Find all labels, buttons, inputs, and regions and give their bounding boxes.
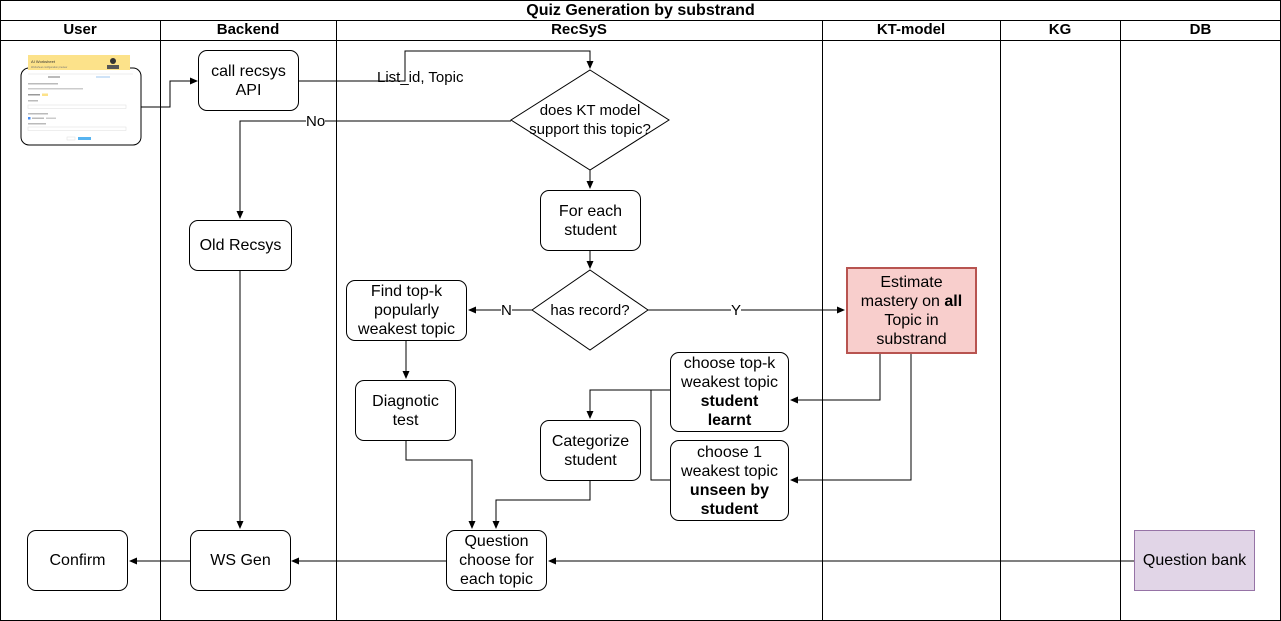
- lane-title-backend: Backend: [216, 21, 280, 38]
- worksheet-thumbnail: AI Worksheet Worksheet configuration pre…: [20, 55, 142, 146]
- call-recsys-api-node: call recsys API: [198, 50, 299, 111]
- thumbnail-avatar-icon: [110, 58, 116, 64]
- edge-choose-one-to-categorize: [650, 390, 670, 481]
- choose-topk-bold: student learnt: [700, 393, 759, 429]
- confirm-node: Confirm: [27, 530, 128, 591]
- edge-estimate-to-choose-topk: [790, 353, 881, 404]
- diagnostic-test-node: Diagnotic test: [355, 380, 456, 441]
- edge-label-n: N: [501, 302, 512, 319]
- thumbnail-header: [28, 55, 130, 70]
- lane-title-kt-model: KT-model: [876, 21, 946, 38]
- edge-estimate-to-choose-one: [790, 353, 912, 484]
- ws-gen-node: WS Gen: [190, 530, 291, 591]
- categorize-student-node: Categorize student: [540, 420, 641, 481]
- choose-topk-node: choose top-k weakest topic student learn…: [670, 352, 789, 432]
- choose-one-text: choose 1 weakest topic: [681, 443, 778, 480]
- lane-title-kg: KG: [1048, 21, 1072, 38]
- edge-label-no: No: [306, 113, 326, 130]
- estimate-line-3: Topic in: [884, 311, 939, 329]
- find-topk-node: Find top-k popularly weakest topic: [346, 280, 467, 341]
- diagram-title: Quiz Generation by substrand: [526, 2, 755, 19]
- old-recsys-node: Old Recsys: [189, 220, 292, 271]
- estimate-line-1: Estimate: [880, 273, 943, 291]
- for-each-student-node: For each student: [540, 190, 641, 251]
- edge-label-list-topic: List_id, Topic: [377, 69, 464, 86]
- has-record-diamond: [531, 269, 649, 351]
- edge-choose-topk-to-categorize: [586, 389, 670, 419]
- edge-no-to-old-recsys: [236, 120, 511, 219]
- estimate-line-2-bold: all: [944, 292, 963, 310]
- question-bank-node: Question bank: [1134, 530, 1255, 591]
- edge-label-y: Y: [731, 302, 742, 319]
- kt-support-decision: does KT model support this topic?: [529, 102, 651, 138]
- has-record-decision: has record?: [550, 302, 630, 319]
- thumbnail-desc: Worksheet configuration preview: [31, 66, 67, 69]
- estimate-line-4: substrand: [876, 330, 947, 348]
- question-choose-node: Question choose for each topic: [446, 530, 547, 591]
- edge-categorize-to-question: [492, 480, 591, 529]
- estimate-line-2: mastery on all: [861, 292, 962, 311]
- lane-title-user: User: [63, 21, 97, 38]
- edge-api-to-kt-support: [299, 50, 594, 82]
- lane-title-db: DB: [1189, 21, 1212, 38]
- estimate-mastery-node: Estimate mastery on all Topic in substra…: [846, 267, 977, 354]
- thumbnail-title: AI Worksheet: [31, 59, 56, 64]
- estimate-line-2-text: mastery on: [860, 292, 945, 310]
- edge-thumbnail-to-api: [141, 77, 198, 108]
- edge-diagnostic-to-question: [405, 440, 476, 529]
- choose-one-bold: unseen by student: [689, 481, 770, 518]
- lane-title-recsys: RecSyS: [551, 21, 607, 38]
- choose-one-node: choose 1 weakest topic unseen by student: [670, 440, 789, 521]
- choose-topk-text: choose top-k weakest topic: [681, 355, 778, 391]
